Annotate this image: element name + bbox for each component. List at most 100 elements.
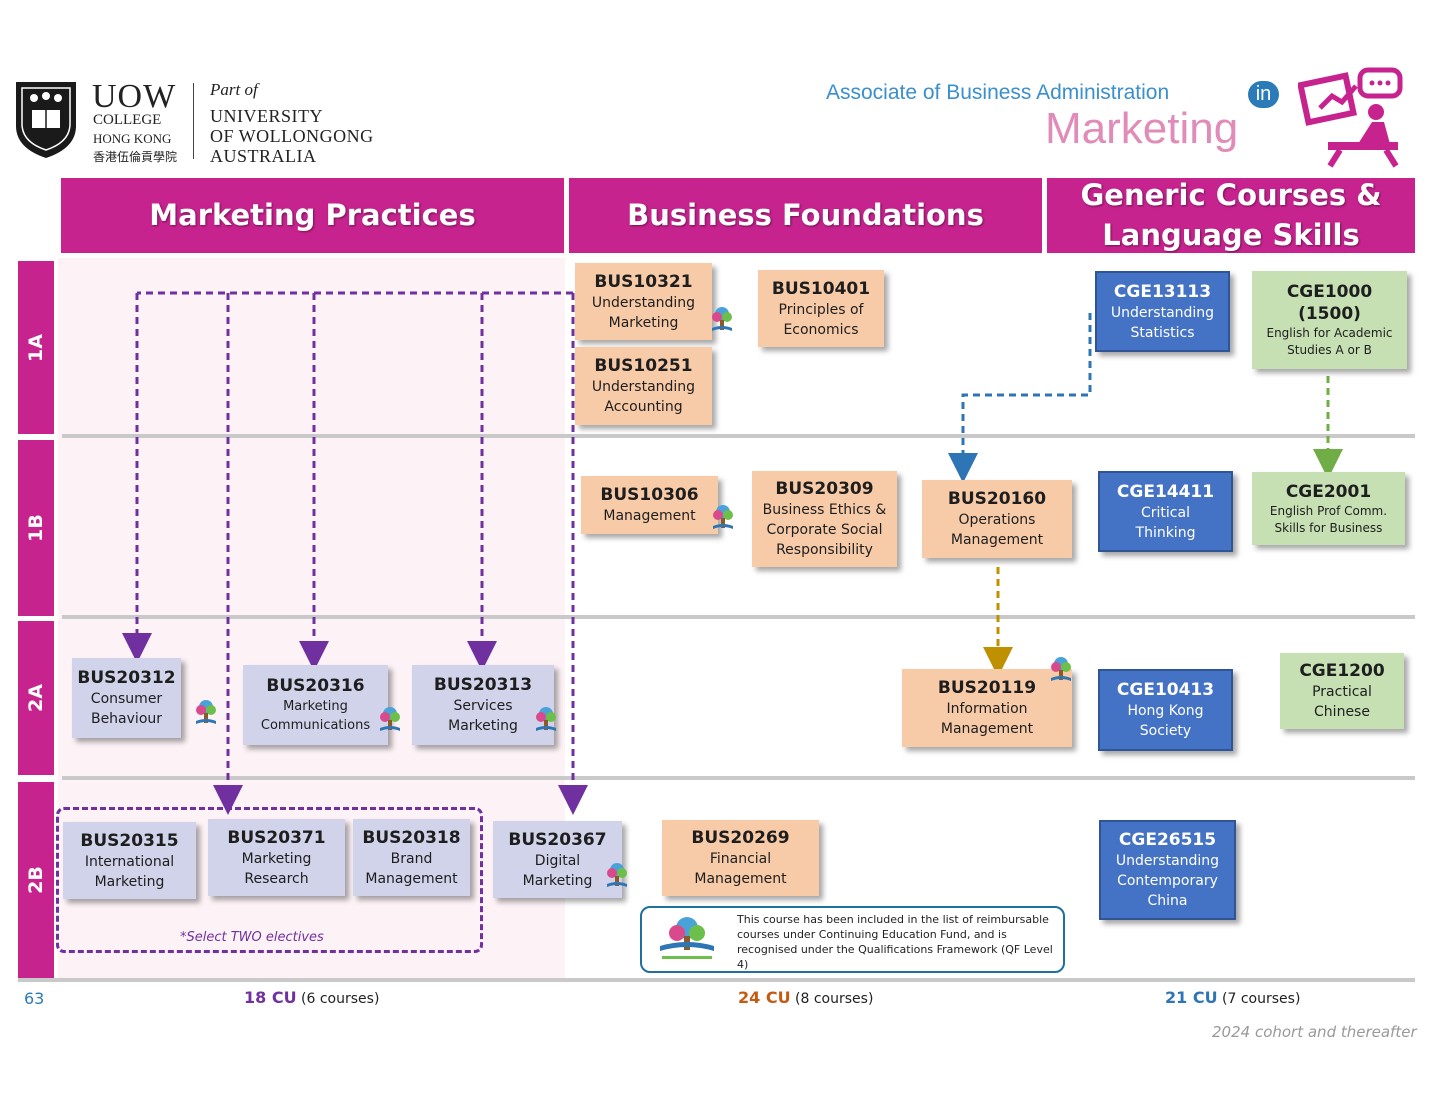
course-bus20269[interactable]: BUS20269 Financial Management xyxy=(662,820,819,896)
course-name: Principles of Economics xyxy=(778,301,864,338)
course-bus20367[interactable]: BUS20367 Digital Marketing xyxy=(493,821,622,898)
course-bus10401[interactable]: BUS10401 Principles of Economics xyxy=(758,270,884,347)
course-name: Marketing Research xyxy=(241,850,312,887)
course-bus10251[interactable]: BUS10251 Understanding Accounting xyxy=(575,347,712,425)
column-header-generic-courses: Generic Courses & Language Skills xyxy=(1047,178,1415,253)
course-name: Management xyxy=(603,508,696,524)
cef-tree-icon xyxy=(652,914,722,966)
course-name: Information Management xyxy=(940,701,1034,737)
course-name: Digital Marketing xyxy=(522,852,593,889)
column-header-marketing-practices: Marketing Practices xyxy=(61,178,564,253)
course-code: BUS10251 xyxy=(594,356,693,376)
generic-credit-units: 21 CU (7 courses) xyxy=(1165,988,1300,1007)
course-name: Understanding Contemporary China xyxy=(1115,853,1220,909)
uow-shield-icon xyxy=(14,78,78,160)
course-code: BUS10401 xyxy=(771,278,871,299)
course-cge13113[interactable]: CGE13113 Understanding Statistics xyxy=(1095,271,1230,352)
course-code: BUS20316 xyxy=(266,676,365,696)
presenter-icon xyxy=(1296,64,1406,168)
course-name: International Marketing xyxy=(84,853,175,890)
cef-note-box xyxy=(640,906,1065,973)
university-line-2: OF WOLLONGONG xyxy=(210,126,374,146)
course-count: (6 courses) xyxy=(301,991,380,1007)
course-code: BUS20313 xyxy=(433,675,533,695)
course-cge1200[interactable]: CGE1200 Practical Chinese xyxy=(1280,653,1404,729)
course-bus20315[interactable]: BUS20315 International Marketing xyxy=(63,822,196,899)
course-bus20316[interactable]: BUS20316 Marketing Communications xyxy=(243,665,388,745)
course-code-alt: (1500) xyxy=(1298,304,1361,324)
course-name: Operations Management xyxy=(950,512,1044,548)
uow-logo-text: UOW xyxy=(92,78,177,115)
programme-title: Marketing xyxy=(1045,104,1239,153)
course-code: BUS10306 xyxy=(600,485,699,505)
course-code: BUS20371 xyxy=(227,827,326,848)
column-title: Business Foundations xyxy=(627,197,984,232)
course-code: BUS20119 xyxy=(937,678,1037,698)
course-code: CGE1000 xyxy=(1286,282,1373,302)
course-count: (8 courses) xyxy=(795,991,874,1007)
course-bus20312[interactable]: BUS20312 Consumer Behaviour xyxy=(72,658,181,738)
column-title-line-2: Language Skills xyxy=(1102,217,1360,252)
uow-chinese-name: 香港伍倫貢學院 xyxy=(93,150,178,164)
course-bus20371[interactable]: BUS20371 Marketing Research xyxy=(208,819,345,896)
row-label-2a: 2A xyxy=(18,621,54,775)
programme-prefix: Associate of Business Administration xyxy=(826,81,1170,104)
course-code: BUS20309 xyxy=(775,479,874,499)
course-cge1000[interactable]: CGE1000 (1500) English for Academic Stud… xyxy=(1252,271,1407,369)
cef-tree-icon xyxy=(709,306,735,336)
cef-tree-icon xyxy=(710,504,736,534)
course-bus20318[interactable]: BUS20318 Brand Management xyxy=(353,819,470,896)
cef-tree-icon xyxy=(1048,656,1074,686)
course-code: CGE13113 xyxy=(1113,281,1212,302)
cef-tree-icon xyxy=(533,706,559,736)
course-cge14411[interactable]: CGE14411 Critical Thinking xyxy=(1098,471,1233,552)
course-bus20160[interactable]: BUS20160 Operations Management xyxy=(922,480,1072,558)
course-bus20309[interactable]: BUS20309 Business Ethics & Corporate Soc… xyxy=(752,471,897,567)
uow-hongkong-line: HONG KONG xyxy=(93,131,172,146)
course-name: Critical Thinking xyxy=(1135,504,1196,541)
university-line-3: AUSTRALIA xyxy=(210,146,317,166)
course-bus10321[interactable]: BUS10321 Understanding Marketing xyxy=(575,263,712,340)
course-code: BUS20160 xyxy=(947,489,1047,509)
course-name: Financial Management xyxy=(694,851,787,887)
uow-college-line: COLLEGE xyxy=(93,112,162,128)
course-bus20119[interactable]: BUS20119 Information Management xyxy=(902,669,1072,747)
column-title: Marketing Practices xyxy=(149,197,476,232)
course-name: English Prof Comm. Skills for Business xyxy=(1269,503,1388,535)
course-cge26515[interactable]: CGE26515 Understanding Contemporary Chin… xyxy=(1099,820,1236,920)
row-divider xyxy=(62,615,1415,619)
course-cge10413[interactable]: CGE10413 Hong Kong Society xyxy=(1098,669,1233,751)
credit-units-value: 21 CU xyxy=(1165,988,1218,1007)
course-name: Business Ethics & Corporate Social Respo… xyxy=(762,502,887,558)
cef-tree-icon xyxy=(193,699,219,729)
row-label-1b: 1B xyxy=(18,440,54,616)
electives-group xyxy=(56,807,483,953)
prereq-arrow-operations xyxy=(948,313,1092,483)
university-line-1: UNIVERSITY xyxy=(210,106,323,126)
marketing-credit-units: 18 CU (6 courses) xyxy=(244,988,379,1007)
cef-tree-icon xyxy=(377,706,403,736)
course-name: Services Marketing xyxy=(448,698,518,734)
page-number: 63 xyxy=(24,989,45,1008)
course-name: Marketing Communications xyxy=(260,699,371,733)
credit-units-value: 24 CU xyxy=(738,988,791,1007)
course-name: Understanding Marketing xyxy=(591,294,696,331)
course-cge2001[interactable]: CGE2001 English Prof Comm. Skills for Bu… xyxy=(1252,472,1405,545)
foundations-credit-units: 24 CU (8 courses) xyxy=(738,988,873,1007)
course-name: Understanding Accounting xyxy=(591,379,696,415)
programme-in-badge: in xyxy=(1248,81,1279,108)
cohort-note: 2024 cohort and thereafter xyxy=(1212,1023,1417,1041)
row-label-2b: 2B xyxy=(18,782,54,978)
cef-tree-icon xyxy=(604,862,630,892)
row-divider xyxy=(62,776,1415,780)
course-code: BUS20315 xyxy=(80,830,179,851)
row-divider xyxy=(62,434,1415,438)
cef-note-text: This course has been included in the lis… xyxy=(737,913,1053,971)
course-bus20313[interactable]: BUS20313 Services Marketing xyxy=(412,665,554,745)
column-header-business-foundations: Business Foundations xyxy=(569,178,1042,253)
select-electives-note: *Select TWO electives xyxy=(180,930,324,945)
course-name: Hong Kong Society xyxy=(1127,703,1204,739)
course-code: BUS20367 xyxy=(508,829,607,850)
course-bus10306[interactable]: BUS10306 Management xyxy=(581,476,718,534)
